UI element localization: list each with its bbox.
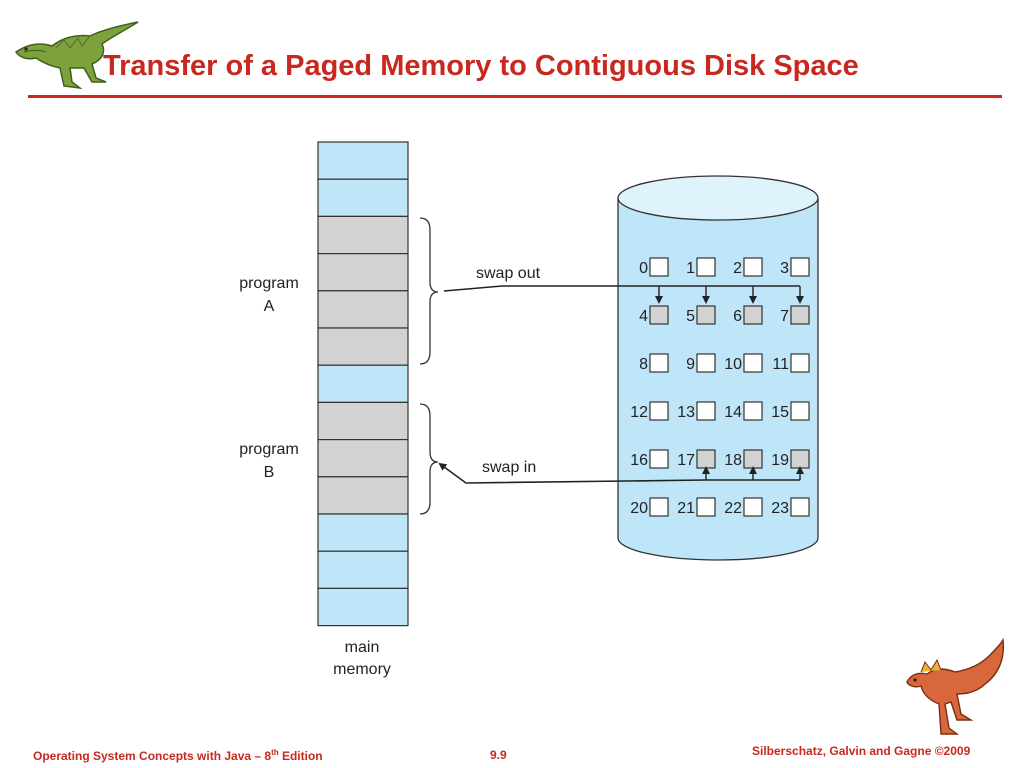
disk-block-number: 5 [686,308,695,325]
footer-page-number: 9.9 [490,748,507,762]
disk-block-free [790,497,810,517]
swap-in-label: swap in [482,459,536,476]
disk-block-free [790,401,810,421]
footer-copyright: Silberschatz, Galvin and Gagne ©2009 [752,744,971,758]
disk-block-number: 11 [772,356,789,373]
disk-block-number: 19 [771,452,789,469]
memory-frame-free [317,178,409,218]
memory-frame-free [317,141,409,180]
dinosaur-logo-bottom [905,637,1009,747]
memory-frame-free [317,550,409,590]
disk-block-number: 22 [724,500,742,517]
disk-block-number: 10 [724,356,742,373]
dinosaur-logo-top [10,18,142,97]
disk-block-used [649,305,669,325]
memory-frame-program-a [317,290,409,329]
disk-block-number: 16 [630,452,648,469]
disk-block-number: 18 [724,452,742,469]
program-b-letter: B [264,464,275,481]
memory-frame-program-b [317,476,409,515]
disk-block-number: 8 [639,356,648,373]
disk-block-free [743,353,763,373]
swap-out-label: swap out [476,265,541,282]
disk-block-number: 6 [733,308,742,325]
disk-block-free [696,401,716,421]
disk-block-used [790,305,810,325]
program-a-label: program [239,275,299,292]
disk-block-number: 17 [677,452,695,469]
disk-block-number: 13 [677,404,695,421]
disk-cylinder [617,175,819,561]
disk-block-free [696,257,716,277]
program-a-letter: A [264,298,275,315]
disk-block-free [790,257,810,277]
disk-block-free [743,257,763,277]
disk-block-number: 15 [771,404,789,421]
main-memory-label-line2: memory [333,661,391,678]
disk-block-number: 20 [630,500,648,517]
disk-block-free [743,401,763,421]
disk-block-free [696,353,716,373]
disk-block-number: 4 [639,308,648,325]
memory-frame-program-a [317,327,409,366]
memory-frame-program-a [317,252,409,292]
disk-block-number: 2 [733,260,742,277]
memory-frame-free [317,587,409,627]
disk-block-used [743,449,763,469]
disk-block-number: 14 [724,404,742,421]
slide-title: Transfer of a Paged Memory to Contiguous… [103,50,859,82]
disk-block-free [743,497,763,517]
main-memory-column [317,141,409,627]
disk-block-number: 21 [677,500,695,517]
disk-block-free [649,401,669,421]
memory-frame-free [317,513,409,552]
program-b-brace [419,403,439,515]
disk-block-number: 3 [780,260,789,277]
disk-block-free [696,497,716,517]
disk-block-free [649,497,669,517]
disk-block-free [649,449,669,469]
disk-block-number: 9 [686,356,695,373]
disk-block-used [790,449,810,469]
swap-in-arrows [438,462,804,484]
disk-block-free [649,353,669,373]
memory-frame-free [317,364,409,403]
memory-frame-program-a [317,215,409,255]
disk-block-free [649,257,669,277]
program-a-brace [419,217,439,365]
main-memory-label: main [345,639,380,656]
disk-block-used [696,449,716,469]
program-b-label: program [239,441,299,458]
memory-frame-program-b [317,439,409,478]
disk-block-number: 1 [686,260,695,277]
swap-out-arrows [443,285,804,304]
memory-frame-program-b [317,401,409,441]
disk-block-free [790,353,810,373]
disk-block-used [696,305,716,325]
disk-block-number: 7 [780,308,789,325]
disk-block-number: 12 [630,404,648,421]
disk-block-number: 23 [771,500,789,517]
footer-book-title: Operating System Concepts with Java – 8t… [33,748,323,763]
disk-block-used [743,305,763,325]
title-divider [28,95,1002,98]
disk-block-number: 0 [639,260,648,277]
